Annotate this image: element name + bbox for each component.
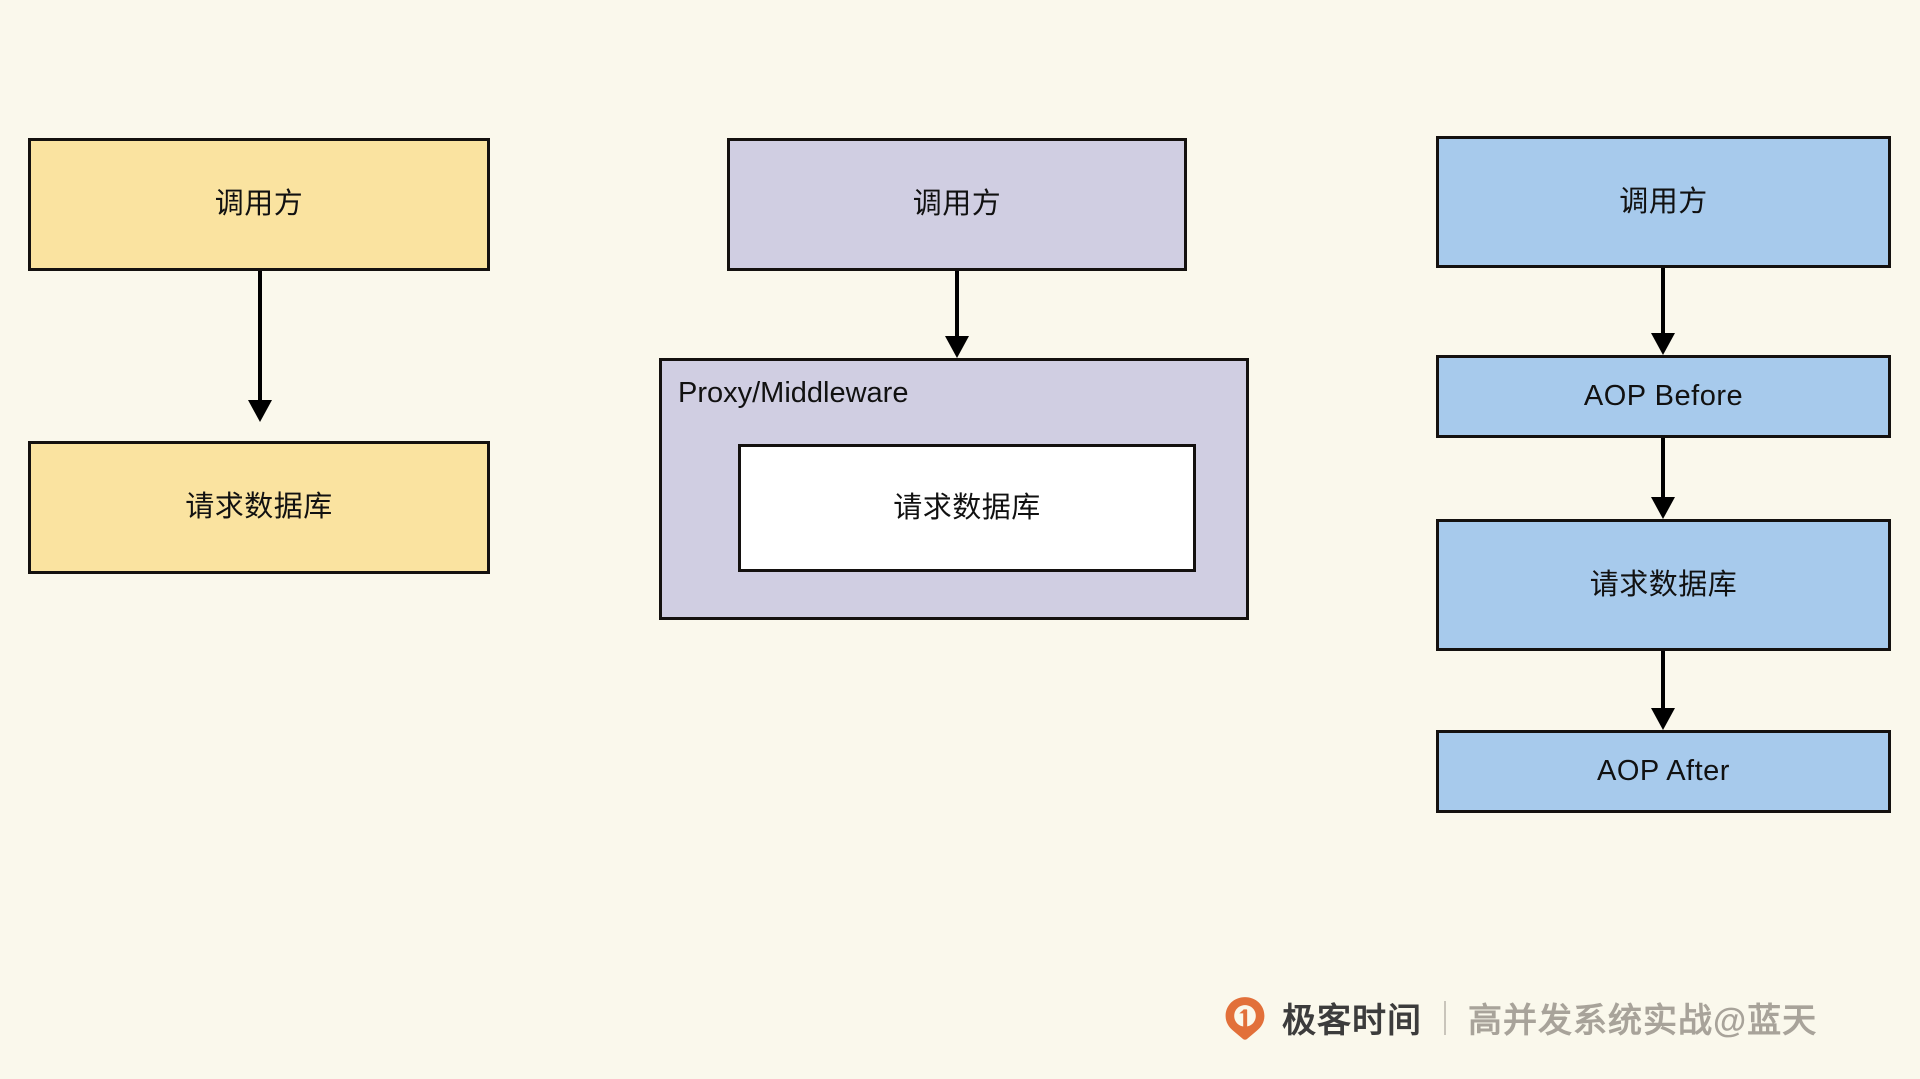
arrow-shaft (258, 271, 262, 400)
arrow-shaft (955, 271, 959, 336)
node-label: 调用方 (214, 188, 304, 221)
watermark-divider (1444, 1000, 1446, 1035)
arrow-caller-to-db-direct (248, 271, 272, 422)
watermark-tagline: 高并发系统实战@蓝天 (1468, 1002, 1818, 1040)
node-label: 请求数据库 (893, 491, 1041, 524)
arrow-shaft (1661, 438, 1665, 497)
arrow-shaft (1661, 268, 1665, 333)
node-caller-proxy: 调用方 (727, 138, 1187, 271)
arrow-aop-before-to-db (1651, 438, 1675, 519)
arrow-shaft (1661, 651, 1665, 708)
arrow-head (248, 400, 272, 422)
node-label: 请求数据库 (1589, 568, 1738, 601)
arrow-head (1651, 333, 1675, 355)
node-aop-after: AOP After (1436, 730, 1891, 813)
node-caller-aop: 调用方 (1436, 136, 1891, 268)
node-aop-before: AOP Before (1436, 355, 1891, 438)
arrow-caller-to-proxy (945, 271, 969, 358)
node-label: AOP After (1597, 755, 1730, 788)
node-db-request-aop: 请求数据库 (1436, 519, 1891, 651)
node-db-request-proxy: 请求数据库 (738, 444, 1196, 572)
arrow-db-to-aop-after (1651, 651, 1675, 730)
group-title-proxy-middleware: Proxy/Middleware (678, 377, 909, 409)
watermark-brand: 极客时间 (1282, 1002, 1422, 1040)
node-label: AOP Before (1583, 380, 1744, 413)
arrow-head (945, 336, 969, 358)
node-label: 调用方 (912, 188, 1002, 221)
node-caller-direct: 调用方 (28, 138, 490, 271)
arrow-head (1651, 708, 1675, 730)
node-db-request-direct: 请求数据库 (28, 441, 490, 574)
arrow-head (1651, 497, 1675, 519)
watermark: 极客时间 高并发系统实战@蓝天 (1222, 993, 1817, 1042)
arrow-caller-to-aop-before (1651, 268, 1675, 355)
node-label: 调用方 (1619, 185, 1708, 218)
node-label: 请求数据库 (185, 491, 333, 524)
geekbang-logo-icon (1225, 996, 1265, 1040)
